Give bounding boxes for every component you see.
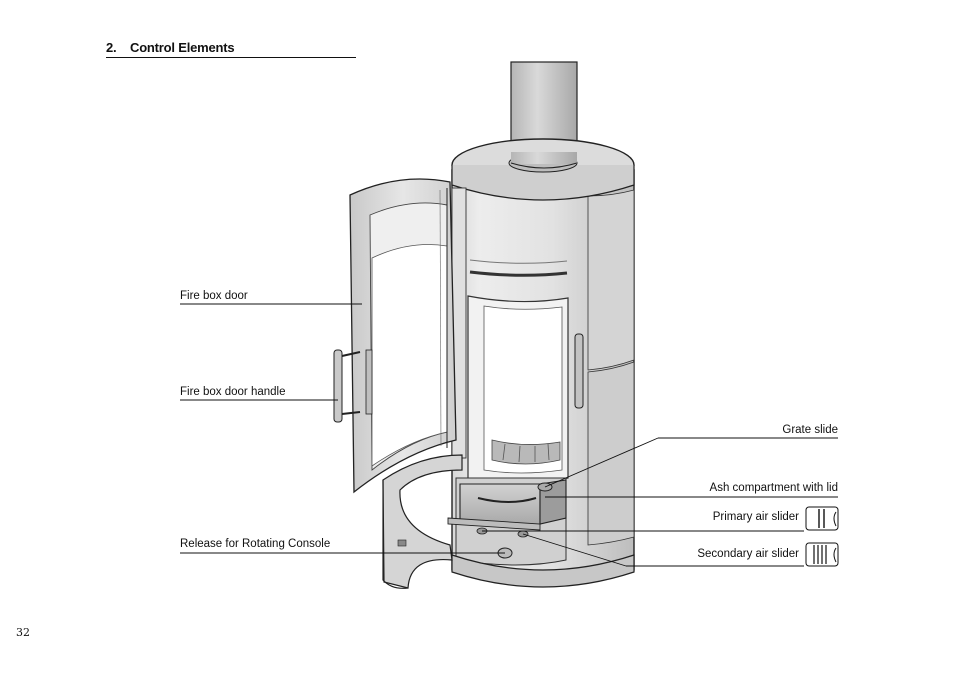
page-number: 32	[16, 626, 30, 639]
label-fire-box-door-handle: Fire box door handle	[180, 386, 286, 398]
stove-body	[447, 138, 635, 588]
label-secondary-air-slider: Secondary air slider	[697, 548, 799, 560]
section-number: 2.	[106, 40, 117, 55]
primary-air-slider-icon	[805, 506, 839, 531]
label-release-rotating-console: Release for Rotating Console	[180, 538, 331, 550]
label-fire-box-door: Fire box door	[180, 290, 248, 302]
label-ash-compartment: Ash compartment with lid	[709, 482, 838, 494]
label-primary-air-slider: Primary air slider	[712, 511, 799, 523]
rotating-console	[382, 454, 463, 589]
label-grate-slide: Grate slide	[782, 424, 838, 436]
leader-lines	[180, 303, 838, 567]
section-title: Control Elements	[130, 40, 235, 55]
secondary-air-slider-icon	[805, 542, 839, 567]
fire-box-door-handle	[333, 349, 373, 423]
fire-box-door	[333, 178, 457, 494]
section-heading: 2. Control Elements	[106, 40, 356, 58]
